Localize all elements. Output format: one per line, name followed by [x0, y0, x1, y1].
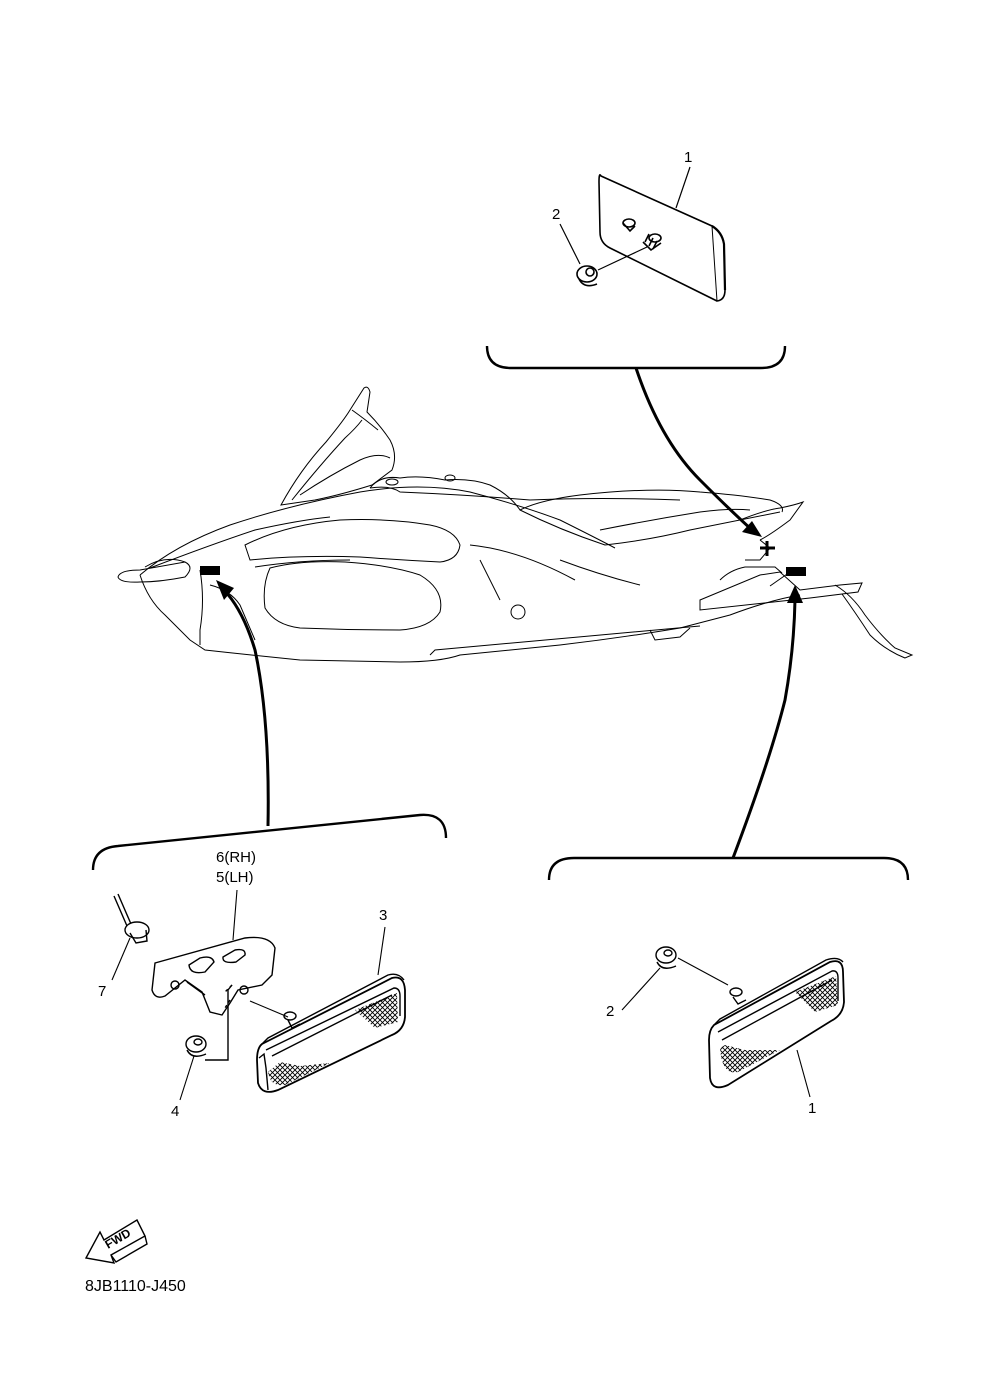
forward-arrow-icon: FWD [84, 1219, 148, 1264]
label-left-reflector: 3 [379, 907, 387, 924]
label-right-reflector: 1 [808, 1100, 816, 1117]
arrowhead-left [216, 580, 234, 600]
label-bracket-rh: 6(RH) [216, 849, 256, 866]
right-inset [547, 856, 910, 1098]
label-top-reflector: 1 [684, 149, 692, 166]
right-reflector [708, 957, 845, 1089]
left-inset [91, 813, 448, 1101]
left-nut [185, 1035, 207, 1057]
marker-rear-reflector [760, 541, 775, 556]
marker-rear-side-reflector [786, 567, 806, 576]
arrow-left [222, 588, 270, 827]
top-reflector-plate [598, 174, 727, 302]
arrowhead-right [787, 585, 803, 603]
left-reflector [256, 973, 406, 1093]
callout-arrows [222, 367, 797, 859]
arrow-top [634, 367, 754, 532]
arrow-right [731, 599, 797, 859]
diagram-code: 8JB1110-J450 [85, 1278, 186, 1295]
arrowhead-top [742, 521, 762, 537]
top-nut [576, 265, 598, 287]
right-nut [655, 946, 677, 969]
label-rivet: 7 [98, 983, 106, 1000]
label-top-nut: 2 [552, 206, 560, 223]
rivet [113, 893, 150, 944]
snowmobile-body [117, 386, 914, 663]
label-right-nut: 2 [606, 1003, 614, 1020]
label-left-nut: 4 [171, 1103, 179, 1120]
top-inset [485, 166, 787, 370]
marker-front-reflector [200, 566, 220, 575]
label-bracket-lh: 5(LH) [216, 869, 254, 886]
